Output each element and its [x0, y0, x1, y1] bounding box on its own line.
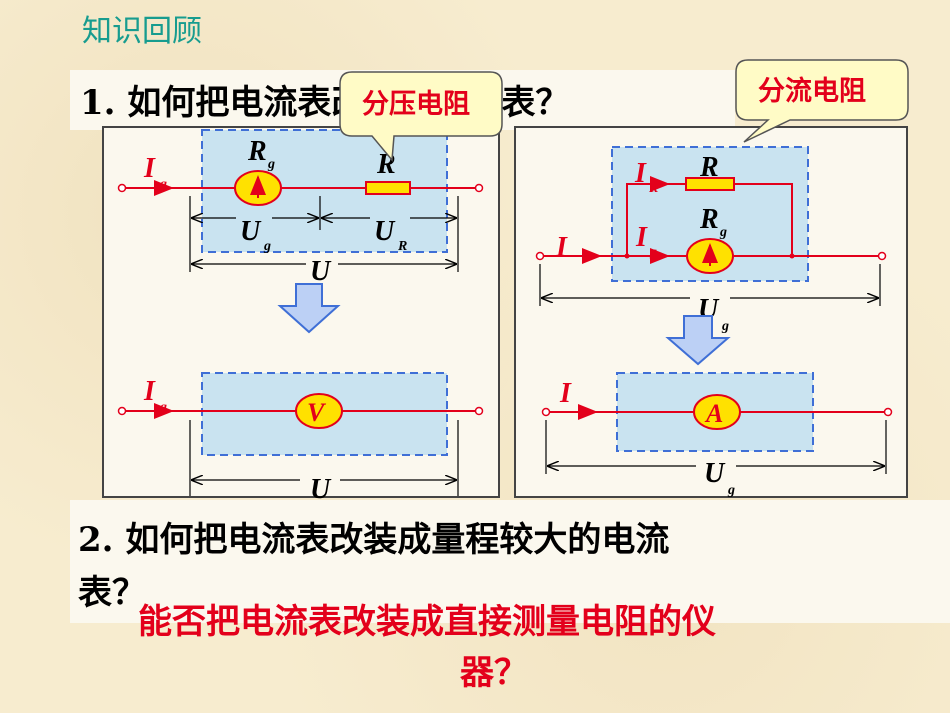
out-ug-sub: g — [727, 483, 735, 498]
rg-sub-right: g — [719, 225, 727, 240]
question3-line2: 器？ — [460, 653, 528, 693]
ug-sub: g — [263, 239, 271, 254]
ig-sub-right: g — [649, 245, 657, 260]
shunt-resistor-icon — [685, 177, 735, 191]
ur-sub: R — [397, 239, 407, 254]
galvanometer-label: R — [247, 136, 267, 167]
out-u-label: U — [310, 474, 332, 505]
ug-sub-right: g — [721, 319, 729, 334]
resistor-icon — [365, 181, 411, 195]
ur-label: U — [374, 216, 396, 247]
down-arrow-icon-right — [665, 315, 731, 366]
question2-line1: 2. 如何把电流表改装成量程较大的电流 — [78, 520, 670, 560]
ir-sub: R — [648, 181, 658, 196]
shunt-resistor-callout: 分流电阻 — [735, 59, 909, 143]
out-current-sub: g — [159, 400, 167, 415]
voltmeter-icon — [295, 393, 343, 429]
galvanometer-sub: g — [267, 157, 275, 172]
series-resistor-callout: 分压电阻 — [339, 71, 503, 162]
ig-label-right: I — [635, 222, 648, 253]
i-total-label: I — [555, 232, 568, 263]
voltmeter-label: V — [307, 398, 327, 427]
voltmeter-circuit: V I g U — [117, 372, 484, 505]
out-ug-label: U — [704, 458, 726, 489]
series-resistor-callout-text: 分压电阻 — [362, 89, 470, 120]
section-title: 知识回顾 — [82, 14, 202, 49]
question2-band — [70, 500, 950, 623]
out-current-label: I — [143, 376, 156, 407]
terminal-left — [117, 183, 127, 193]
ug-label: U — [240, 216, 262, 247]
ammeter-circuit: A I U g — [541, 372, 893, 498]
question2-line2: 表？ — [78, 573, 146, 613]
current-sub: g — [159, 177, 167, 192]
ir-label: I — [634, 158, 647, 189]
rg-label-right: R — [699, 204, 719, 235]
out-i-label: I — [559, 378, 572, 409]
down-arrow-icon — [277, 283, 341, 334]
terminal-right — [474, 183, 484, 193]
shunt-r-label: R — [699, 152, 719, 183]
ammeter-icon — [693, 394, 741, 430]
ammeter-label: A — [704, 399, 723, 428]
shunt-resistor-callout-text: 分流电阻 — [758, 76, 866, 107]
u-total-label: U — [310, 256, 332, 287]
question3-line1: 能否把电流表改装成直接测量电阻的仪 — [138, 602, 716, 642]
shunt-circuit: I R R R g I g I U g — [535, 146, 887, 334]
current-label: I — [143, 153, 156, 184]
series-circuit: I g R g R U g U R U — [117, 129, 484, 287]
